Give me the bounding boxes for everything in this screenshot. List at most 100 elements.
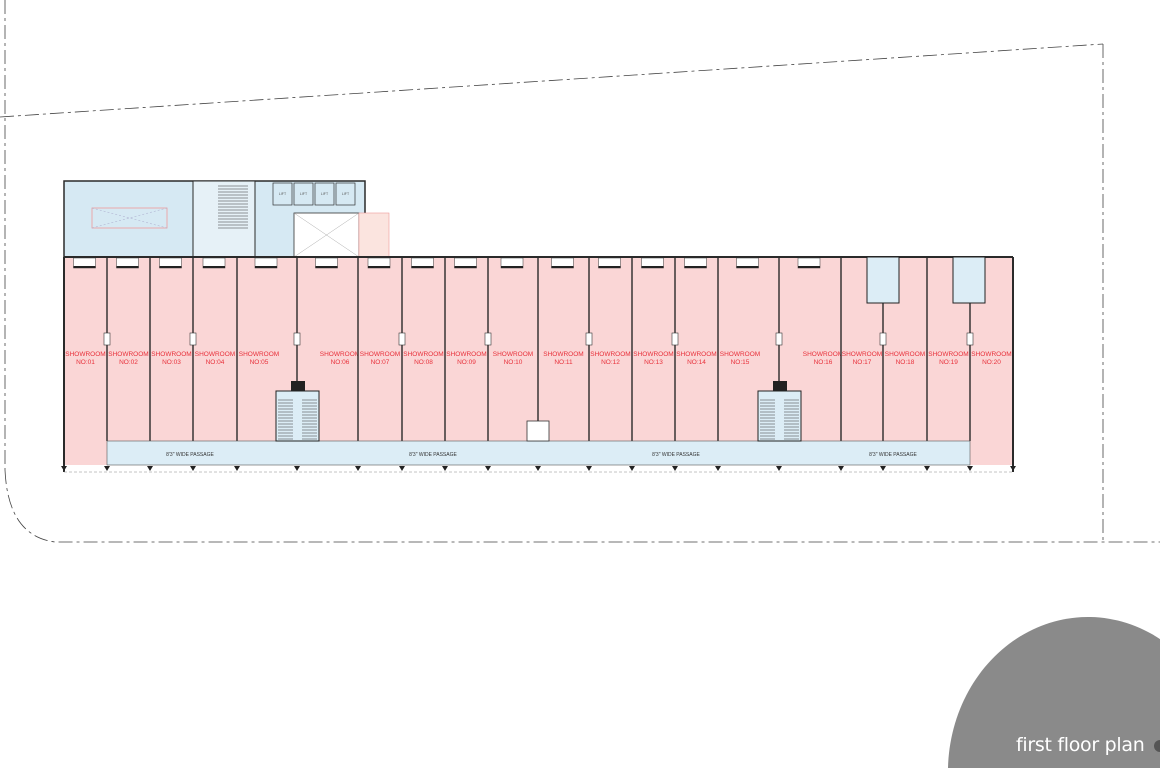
- lift-label: LIFT: [321, 192, 329, 196]
- column: [485, 466, 491, 471]
- showroom-number: NO:11: [554, 359, 573, 366]
- showroom-label: SHOWROOM: [493, 351, 533, 358]
- column: [61, 466, 67, 471]
- showroom-label: SHOWROOM: [842, 351, 882, 358]
- column: [234, 466, 240, 471]
- wc-unit-wall: [736, 266, 759, 268]
- showroom-number: NO:12: [601, 359, 620, 366]
- showroom-label: SHOWROOM: [360, 351, 400, 358]
- showroom-number: NO:03: [162, 359, 181, 366]
- passage-label: 8'3" WIDE PASSAGE: [652, 452, 700, 458]
- showroom-area: [193, 257, 237, 441]
- showroom-label: SHOWROOM: [676, 351, 716, 358]
- lift: [293, 182, 314, 206]
- lift-label: LIFT: [300, 192, 308, 196]
- column: [399, 466, 405, 471]
- showroom-number: NO:02: [119, 359, 138, 366]
- staircase-left: [275, 381, 320, 442]
- showroom-number: NO:13: [644, 359, 663, 366]
- showroom-number: NO:15: [731, 359, 750, 366]
- showroom-label: SHOWROOM: [151, 351, 191, 358]
- showroom-number: NO:20: [982, 359, 1001, 366]
- wc-unit-wall: [454, 266, 477, 268]
- passage-label: 8'3" WIDE PASSAGE: [409, 452, 457, 458]
- showroom-area: [675, 257, 718, 441]
- showroom-area: [107, 257, 150, 441]
- column: [147, 466, 153, 471]
- column: [776, 466, 782, 471]
- lift: [272, 182, 293, 206]
- showroom-label: SHOWROOM: [590, 351, 630, 358]
- column: [775, 332, 783, 346]
- wc-unit-wall: [501, 266, 523, 268]
- showroom-number: NO:19: [939, 359, 958, 366]
- column: [629, 466, 635, 471]
- site-boundary: [0, 0, 1160, 543]
- column: [924, 466, 930, 471]
- booth: [526, 420, 550, 442]
- wc-unit-wall: [73, 266, 96, 268]
- showroom-number: NO:10: [504, 359, 523, 366]
- showroom-number: NO:05: [250, 359, 269, 366]
- toilet-blocks: [866, 256, 986, 304]
- showroom-area: [402, 257, 445, 441]
- showroom-label: SHOWROOM: [633, 351, 673, 358]
- plan-title: first floor plan: [1016, 734, 1145, 756]
- showroom-area: [150, 257, 193, 441]
- column: [293, 332, 301, 346]
- wc-unit-wall: [551, 266, 574, 268]
- column: [294, 466, 300, 471]
- ramp-void: [91, 207, 168, 229]
- showroom-area: [358, 257, 402, 441]
- showroom-label: SHOWROOM: [971, 351, 1011, 358]
- column: [398, 332, 406, 346]
- wc-unit-wall: [798, 266, 820, 268]
- wc-unit-wall: [203, 266, 225, 268]
- showroom-number: NO:06: [331, 359, 350, 366]
- showroom-number: NO:08: [414, 359, 433, 366]
- showroom-area: [538, 257, 589, 441]
- lift: [314, 182, 335, 206]
- staircase-right: [757, 381, 802, 442]
- showroom-number: NO:09: [457, 359, 476, 366]
- showroom-label: SHOWROOM: [543, 351, 583, 358]
- wc-unit-wall: [684, 266, 707, 268]
- column: [879, 332, 887, 346]
- showroom-label: SHOWROOM: [320, 351, 360, 358]
- showroom-label: SHOWROOM: [65, 351, 105, 358]
- showroom-number: NO:18: [896, 359, 915, 366]
- column: [880, 466, 886, 471]
- column: [966, 332, 974, 346]
- passage: 8'3" WIDE PASSAGE 8'3" WIDE PASSAGE 8'3"…: [106, 440, 971, 466]
- lift: [335, 182, 356, 206]
- showroom-number: NO:01: [76, 359, 95, 366]
- showroom-number: NO:07: [371, 359, 390, 366]
- showroom-area: [488, 257, 538, 441]
- column: [672, 466, 678, 471]
- showroom-area: [589, 257, 632, 441]
- showroom-area: [632, 257, 675, 441]
- column: [442, 466, 448, 471]
- wc-unit-wall: [116, 266, 139, 268]
- showroom-label: SHOWROOM: [195, 351, 235, 358]
- title-badge: [948, 616, 1160, 768]
- column: [715, 466, 721, 471]
- showroom-number: NO:17: [853, 359, 872, 366]
- showroom-row: SHOWROOMNO:01SHOWROOMNO:02SHOWROOMNO:03S…: [61, 256, 1016, 473]
- column: [103, 332, 111, 346]
- column: [838, 466, 844, 471]
- showroom-area: [64, 257, 107, 465]
- passage-label: 8'3" WIDE PASSAGE: [869, 452, 917, 458]
- showroom-number: NO:16: [814, 359, 833, 366]
- showroom-label: SHOWROOM: [239, 351, 279, 358]
